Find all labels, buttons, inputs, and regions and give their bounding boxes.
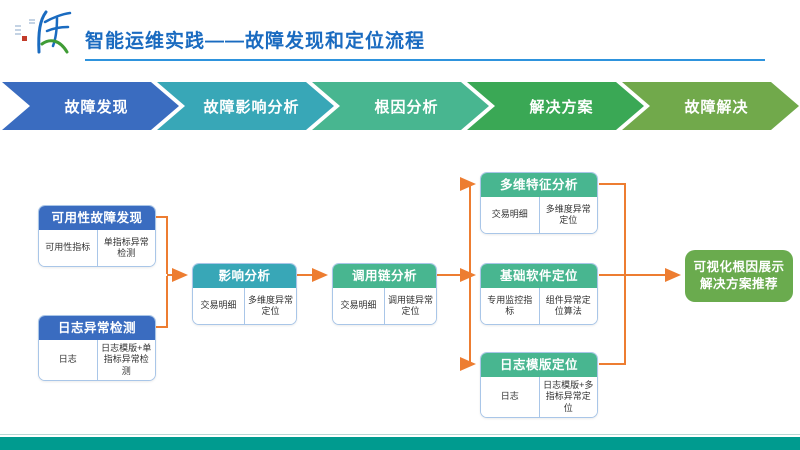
footer-bar [0,437,800,450]
flow-box-log-template: 日志模版定位 日志 日志模版+多指标异常定位 [480,352,598,418]
flow-box-cell: 组件异常定位算法 [538,288,597,324]
flow-box-cell: 交易明细 [333,288,384,324]
flow-box-cell: 可用性指标 [39,230,97,266]
flow-box-trace-analysis: 调用链分析 交易明细 调用链异常定位 [332,263,437,325]
process-step-label: 故障发现 [64,98,129,116]
flow-box-title: 可用性故障发现 [39,206,155,230]
flow-box-title: 多维特征分析 [481,173,597,197]
flow-box-cell: 日志 [39,340,97,380]
process-step-impact-analysis: 故障影响分析 [157,82,334,130]
flow-box-title: 日志模版定位 [481,353,597,377]
flow-box-cell: 调用链异常定位 [384,288,436,324]
title-underline [85,59,765,61]
process-step-label: 解决方案 [529,98,594,116]
flow-box-cell: 多维度异常定位 [244,288,296,324]
process-step-solution: 解决方案 [467,82,644,130]
flow-box-availability-fault: 可用性故障发现 可用性指标 单指标异常检测 [38,205,156,267]
flow-box-title: 影响分析 [193,264,296,288]
flow-box-cell: 交易明细 [481,197,539,233]
flow-box-title: 基础软件定位 [481,264,597,288]
flow-box-multidim-feature: 多维特征分析 交易明细 多维度异常定位 [480,172,598,234]
result-line: 解决方案推荐 [699,277,778,291]
flow-box-title: 日志异常检测 [39,316,155,340]
flow-box-base-software: 基础软件定位 专用监控指标 组件异常定位算法 [480,263,598,325]
flow-box-impact-analysis: 影响分析 交易明细 多维度异常定位 [192,263,297,325]
process-step-label: 故障解决 [684,98,749,116]
process-step-root-cause: 根因分析 [312,82,489,130]
process-step-label: 根因分析 [374,98,439,116]
result-line: 可视化根因展示 [693,260,785,275]
page-title: 智能运维实践——故障发现和定位流程 [85,31,426,52]
footer-hairline [0,434,800,435]
flow-box-log-anomaly: 日志异常检测 日志 日志模版+单指标异常检测 [38,315,156,381]
flow-box-cell: 日志模版+单指标异常检测 [96,340,155,380]
flow-box-cell: 交易明细 [193,288,244,324]
process-step-fault-resolved: 故障解决 [622,82,799,130]
flow-box-cell: 单指标异常检测 [96,230,155,266]
process-step-fault-discovery: 故障发现 [2,82,179,130]
flow-box-title: 调用链分析 [333,264,436,288]
flow-box-cell: 多维度异常定位 [538,197,597,233]
result-box: 可视化根因展示 解决方案推荐 [685,250,793,302]
flow-box-cell: 专用监控指标 [481,288,539,324]
brand-logo-icon [15,10,72,54]
process-step-label: 故障影响分析 [203,98,300,116]
flow-box-cell: 日志 [481,377,539,417]
flow-box-cell: 日志模版+多指标异常定位 [538,377,597,417]
